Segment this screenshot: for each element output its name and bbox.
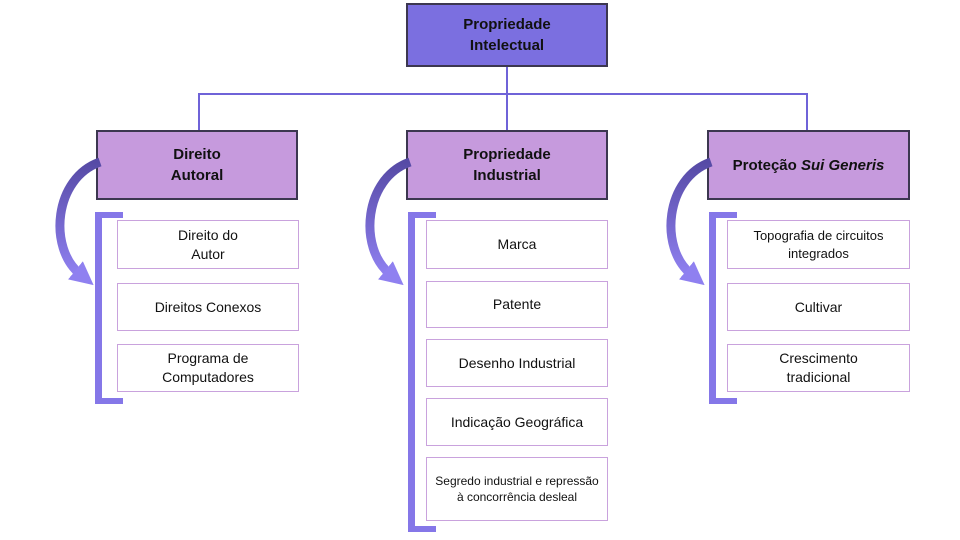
list-item: Topografia de circuitos integrados — [727, 220, 910, 269]
branch-title: Propriedade Industrial — [463, 146, 551, 184]
connector-line — [198, 93, 808, 95]
list-item-label: Segredo industrial e repressão à concorr… — [435, 473, 599, 504]
bracket — [408, 212, 436, 532]
bracket — [709, 212, 737, 404]
list-item: Direito do Autor — [117, 220, 299, 269]
connector-line — [198, 93, 200, 130]
list-item: Marca — [426, 220, 608, 269]
list-item-label: Programa de Computadores — [162, 350, 254, 385]
list-item-label: Direito do Autor — [178, 226, 238, 262]
list-item: Direitos Conexos — [117, 283, 299, 331]
connector-line — [506, 93, 508, 130]
list-item-label: Topografia de circuitos integrados — [753, 227, 884, 261]
list-item-label: Desenho Industrial — [458, 354, 576, 371]
list-item: Programa de Computadores — [117, 344, 299, 392]
list-item: Indicação Geográfica — [426, 398, 608, 446]
list-item-label: Cultivar — [794, 298, 843, 315]
list-item: Segredo industrial e repressão à concorr… — [426, 457, 608, 521]
list-item-label: Direitos Conexos — [154, 298, 262, 315]
list-item: Crescimento tradicional — [727, 344, 910, 392]
bracket — [95, 212, 123, 404]
connector-line — [806, 93, 808, 130]
branch-title: Proteção Sui Generis — [733, 155, 885, 176]
branch-header-protecao-sui-generis: Proteção Sui Generis — [707, 130, 910, 200]
connector-line — [506, 67, 508, 94]
list-item: Desenho Industrial — [426, 339, 608, 387]
branch-title-italic: Sui Generis — [800, 156, 885, 174]
list-item: Cultivar — [727, 283, 910, 331]
list-item-label: Marca — [497, 236, 537, 253]
root-node: Propriedade Intelectual — [406, 3, 608, 67]
curved-arrow-icon — [365, 157, 412, 286]
list-item: Patente — [426, 281, 608, 328]
list-item-label: Indicação Geográfica — [450, 413, 584, 430]
branch-header-propriedade-industrial: Propriedade Industrial — [406, 130, 608, 200]
curved-arrow-icon — [666, 157, 713, 286]
branch-title-prefix: Proteção — [732, 156, 801, 174]
branch-header-direito-autoral: Direito Autoral — [96, 130, 298, 200]
root-label: Propriedade Intelectual — [463, 16, 551, 54]
list-item-label: Patente — [492, 296, 542, 313]
list-item-label: Crescimento tradicional — [779, 350, 858, 385]
curved-arrow-icon — [55, 157, 102, 286]
branch-title: Direito Autoral — [170, 146, 224, 184]
